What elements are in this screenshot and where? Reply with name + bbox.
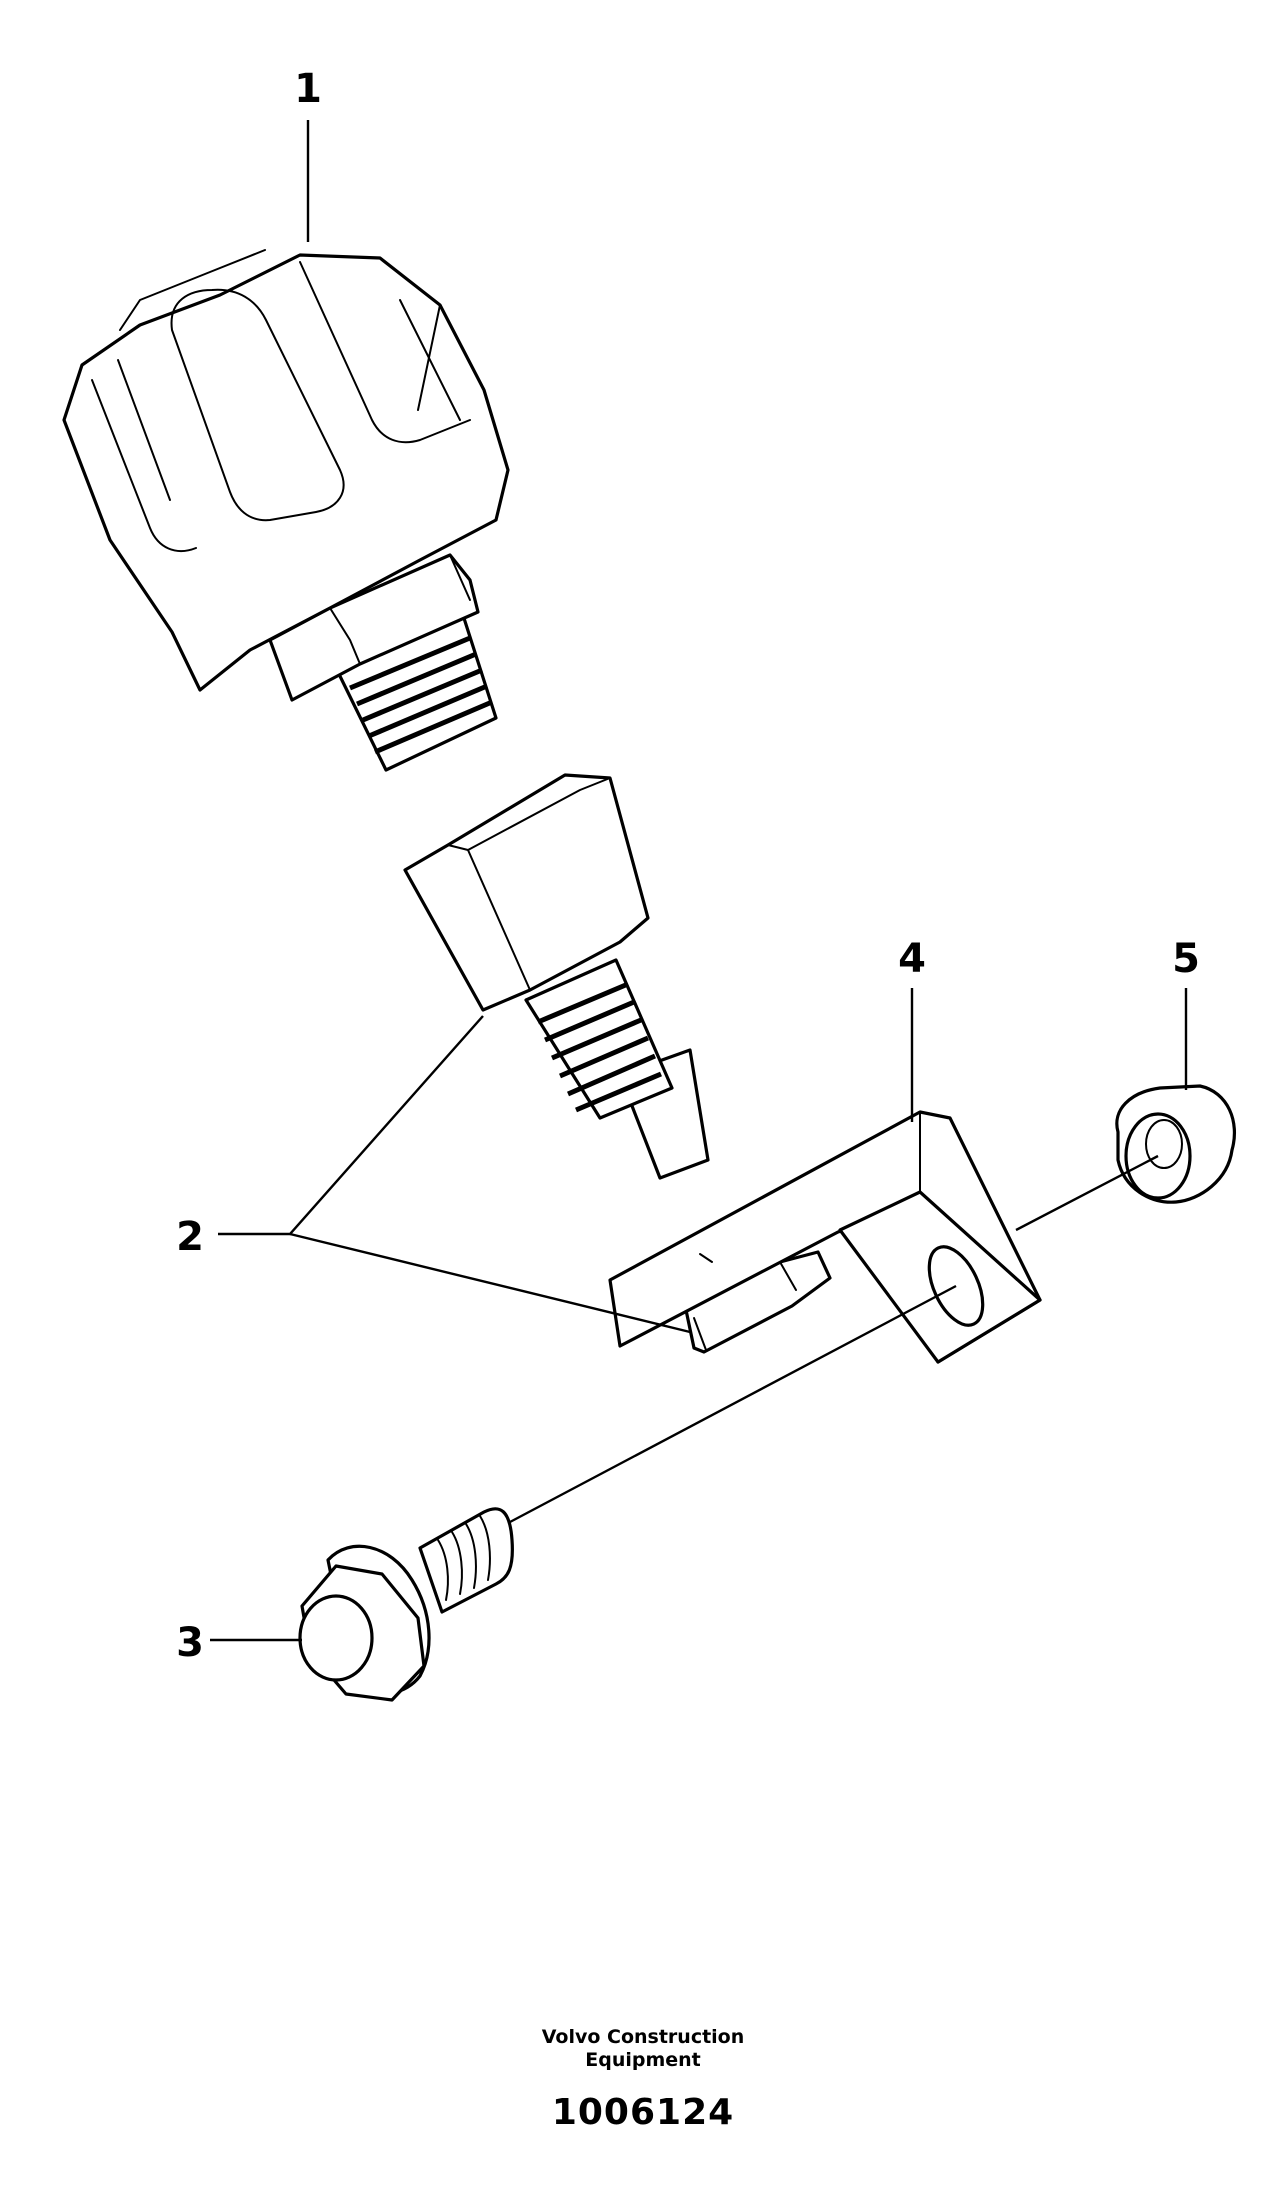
part-1-knob (62, 249, 510, 772)
leader-2b (289, 1232, 691, 1334)
axis-bolt-to-bracket (509, 1284, 957, 1524)
callout-1: 1 (294, 66, 322, 112)
callout-2: 2 (176, 1214, 204, 1260)
company-name-line1: Volvo Construction (541, 2026, 745, 2048)
part-5-flange-nut (1115, 1084, 1237, 1204)
part-2-stud (403, 773, 832, 1354)
part-3-threads (437, 1515, 491, 1601)
axis-bracket-to-nut (1015, 1154, 1159, 1232)
callout-5: 5 (1172, 936, 1200, 982)
callout-3: 3 (176, 1620, 204, 1666)
callout-4: 4 (898, 936, 926, 982)
leader-lines (210, 120, 1188, 1642)
company-name-line2: Equipment (585, 2049, 701, 2071)
leader-2a (218, 1015, 484, 1236)
part-3-flange-bolt (298, 1507, 514, 1702)
part-1-threads (349, 635, 493, 755)
callout-numbers: 1 2 3 4 5 (176, 66, 1200, 1666)
part-2-threads (537, 981, 662, 1113)
drawing-number: 1006124 (551, 2092, 735, 2133)
company-name: Volvo Construction Equipment (0, 2026, 1286, 2072)
